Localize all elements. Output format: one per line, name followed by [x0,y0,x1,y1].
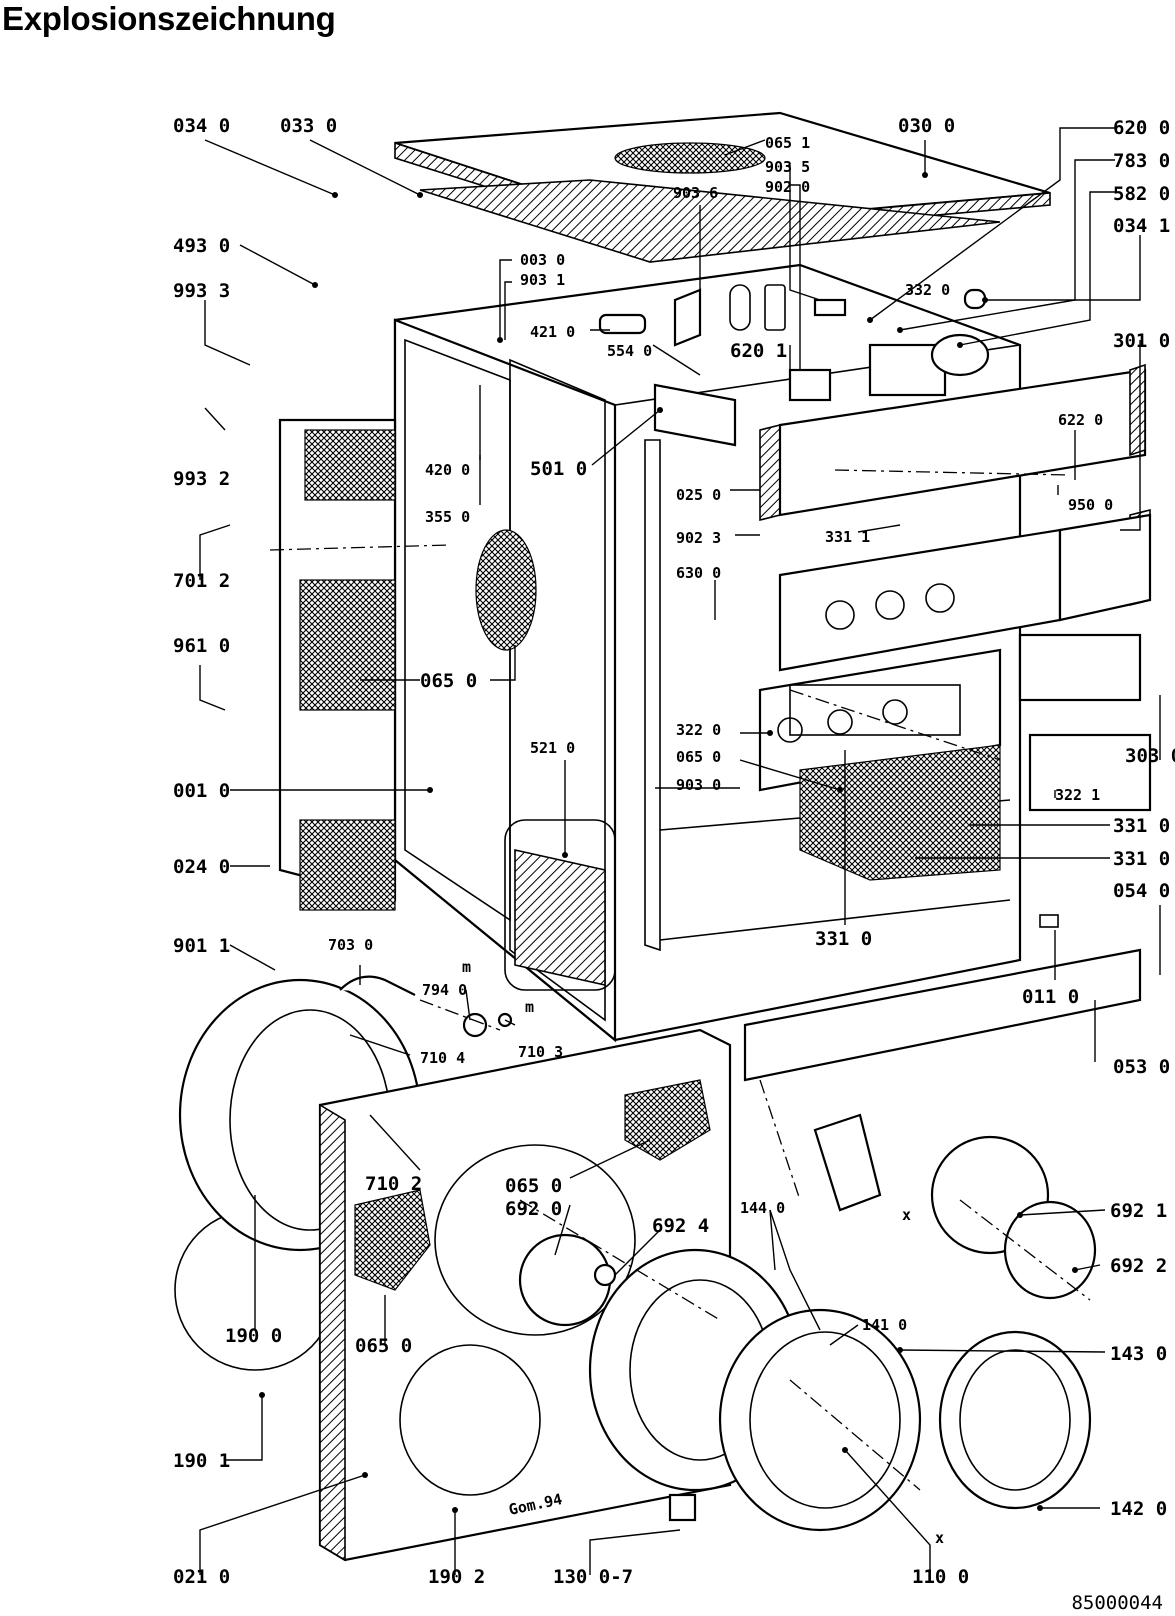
part-label: 421 0 [530,323,575,341]
part-label: 301 0 [1113,330,1170,352]
part-label: 701 2 [173,570,230,592]
part-label: 001 0 [173,780,230,802]
part-labels: 034 0 033 0 065 1 030 0 620 0 783 0 903 … [173,115,1175,1588]
part-label: 783 0 [1113,150,1170,172]
part-label: 692 2 [1110,1255,1167,1277]
part-label: 332 0 [905,281,950,299]
part-label: 710 4 [420,1049,465,1067]
part-label: 903 0 [676,776,721,794]
part-label: 190 1 [173,1450,230,1472]
door-assembly [588,1113,1097,1532]
part-label: 190 0 [225,1325,282,1347]
top-components [598,284,990,447]
part-label: 110 0 [912,1566,969,1588]
part-label: 903 6 [673,184,718,202]
part-label: 794 0 [422,981,467,999]
part-label: 620 0 [1113,117,1170,139]
part-label: 065 0 [355,1335,412,1357]
part-label: 331 1 [825,528,870,546]
part-label: 331 0 [1113,815,1170,837]
plinth [743,914,1142,1082]
part-label: 493 0 [173,235,230,257]
left-panel [269,418,451,911]
part-label: 034 1 [1113,215,1170,237]
part-label: m [462,958,471,976]
control-panel [759,363,1152,812]
part-label: 024 0 [173,856,230,878]
part-label: 903 5 [765,158,810,176]
part-label: 011 0 [1022,986,1079,1008]
part-label: 620 1 [730,340,787,362]
part-label: 322 1 [1055,786,1100,804]
part-label: 331 0 [1113,848,1170,870]
part-label: m [525,998,534,1016]
part-label: 692 1 [1110,1200,1167,1222]
part-label: 501 0 [530,458,587,480]
part-label: 141 0 [862,1316,907,1334]
part-label: 554 0 [607,342,652,360]
part-label: 130 0-7 [553,1566,633,1588]
part-label: 065 0 [676,748,721,766]
part-label: 065 0 [420,670,477,692]
part-label: 901 1 [173,935,230,957]
part-label: 710 3 [518,1043,563,1061]
part-label: 420 0 [425,461,470,479]
part-label: 903 1 [520,271,565,289]
part-label: x [935,1529,944,1547]
part-label: x [902,1206,911,1224]
part-label: 692 4 [652,1215,709,1237]
part-label: 021 0 [173,1566,230,1588]
part-label: 331 0 [815,928,872,950]
part-label: 630 0 [676,564,721,582]
part-label: 902 3 [676,529,721,547]
part-label: 322 0 [676,721,721,739]
part-label: 025 0 [676,486,721,504]
part-label: 142 0 [1110,1498,1167,1520]
part-label: 355 0 [425,508,470,526]
part-label: 003 0 [520,251,565,269]
part-label: 190 2 [428,1566,485,1588]
leader-lines [199,127,1161,1575]
part-label: 034 0 [173,115,230,137]
part-label: 144 0 [740,1199,785,1217]
part-label: 950 0 [1068,496,1113,514]
part-label: 030 0 [898,115,955,137]
part-label: 033 0 [280,115,337,137]
part-label: 143 0 [1110,1343,1167,1365]
part-label: 993 2 [173,468,230,490]
part-label: 902 0 [765,178,810,196]
document-number: 85000044 [1071,1592,1163,1614]
part-label: 053 0 [1113,1056,1170,1078]
part-label: 710 2 [365,1173,422,1195]
part-label: 703 0 [328,936,373,954]
part-label: 065 0 [505,1175,562,1197]
part-label: 582 0 [1113,183,1170,205]
top-cover [394,111,1051,263]
part-label: 993 3 [173,280,230,302]
part-label: 622 0 [1058,411,1103,429]
part-label: 303 0 [1125,745,1175,767]
part-label: 961 0 [173,635,230,657]
page-title: Explosionszeichnung [2,0,336,37]
part-label: 054 0 [1113,880,1170,902]
part-label: 521 0 [530,739,575,757]
part-label: 065 1 [765,134,810,152]
part-label: 692 0 [505,1198,562,1220]
